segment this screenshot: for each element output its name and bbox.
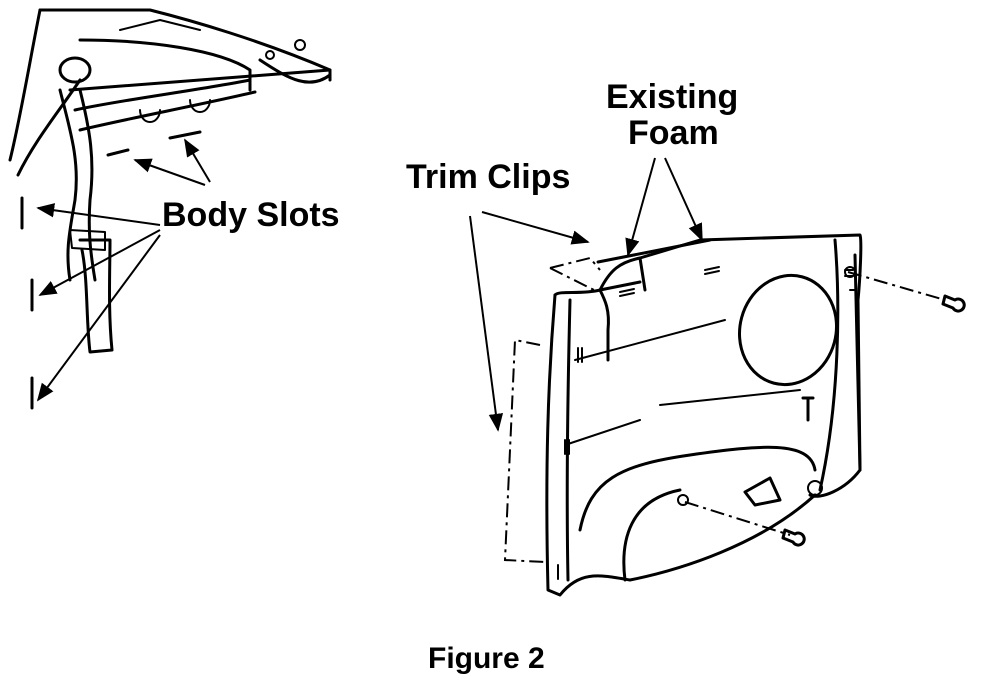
existing-foam-label-line1: Existing [606, 78, 739, 116]
existing-foam-label-line2: Foam [628, 114, 719, 152]
trim-clips-arrows [469, 211, 590, 432]
screws [677, 266, 966, 547]
existing-foam-arrows [625, 157, 703, 257]
trim-clip-outline [503, 256, 601, 563]
vehicle-body-drawing [8, 8, 332, 354]
body-slots-arrows [36, 138, 211, 402]
body-slots-label: Body Slots [162, 196, 340, 234]
body-slot-marks [20, 130, 202, 410]
figure-caption: Figure 2 [428, 642, 545, 675]
trim-panel-drawing [545, 233, 863, 597]
trim-clips-label: Trim Clips [406, 158, 571, 196]
